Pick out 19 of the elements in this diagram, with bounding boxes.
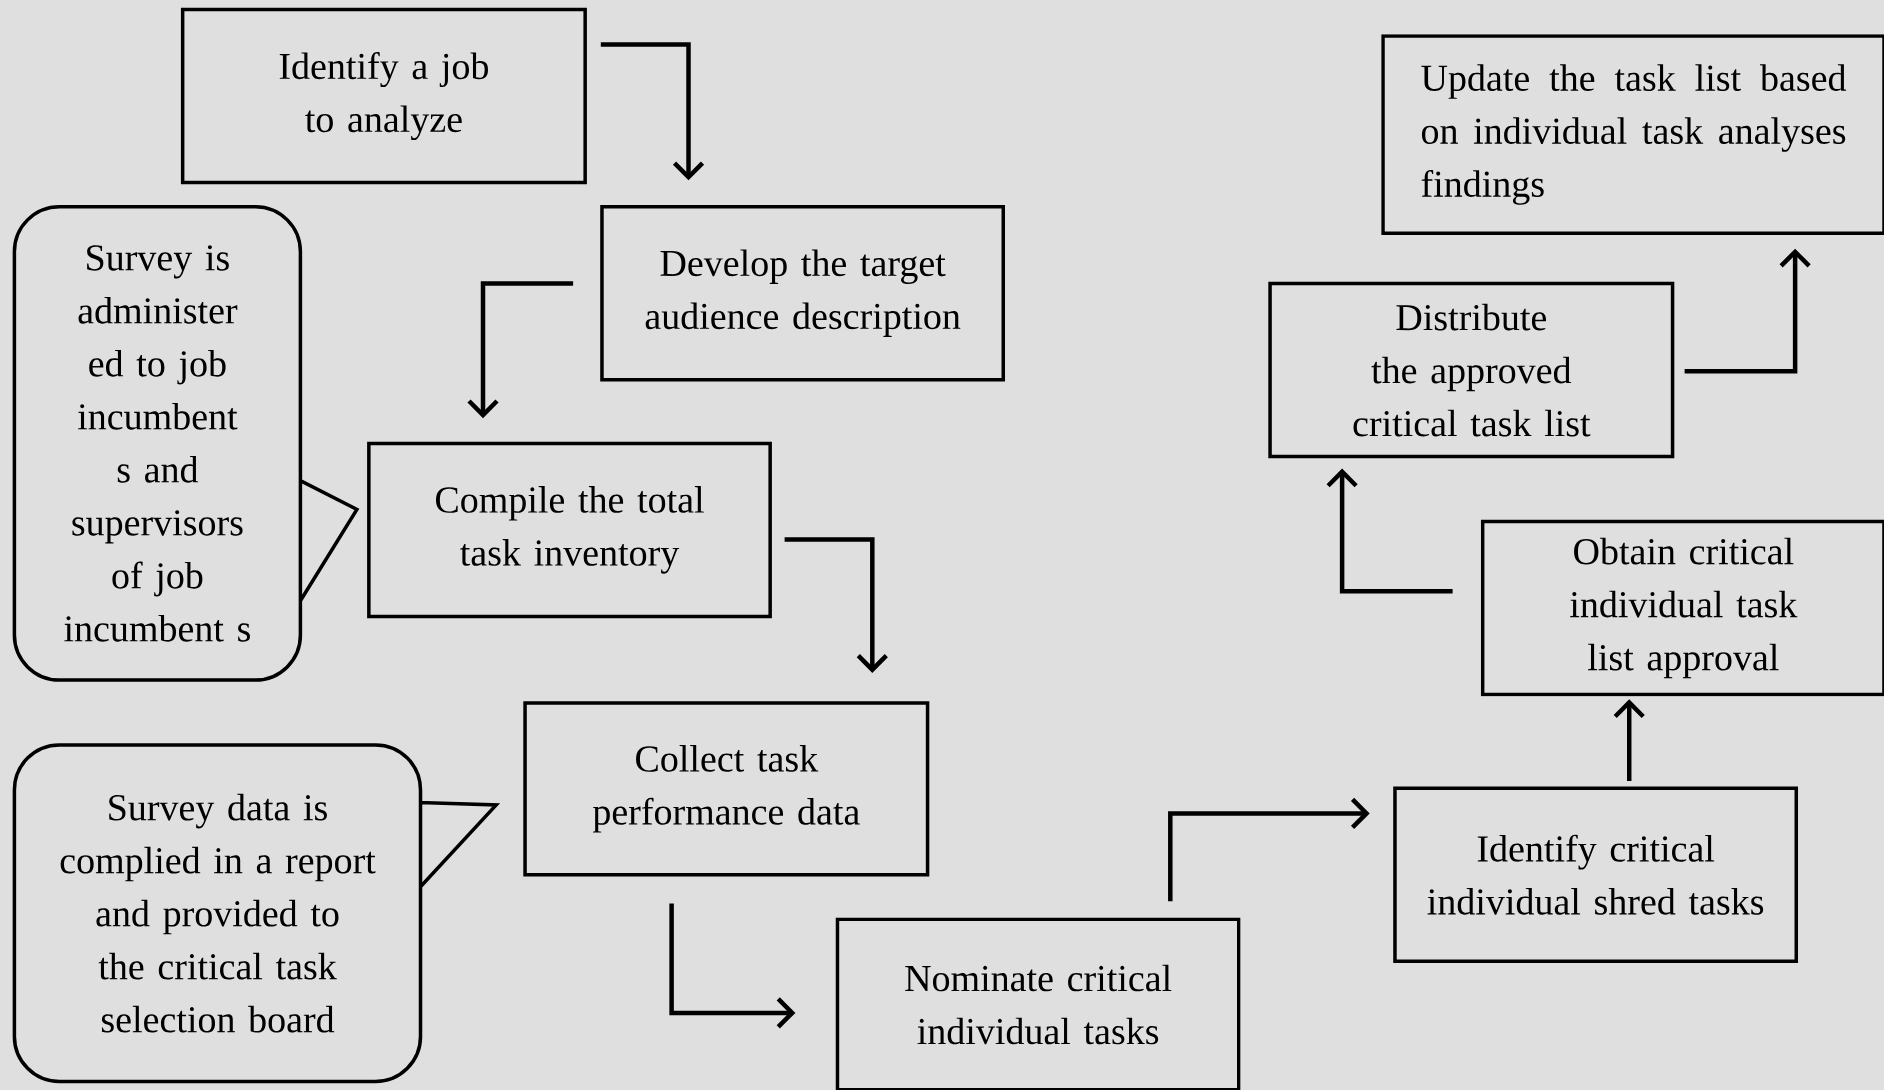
arrow (1326, 468, 1453, 594)
arrow (784, 537, 888, 673)
process-box: Identify critical individual shred tasks (1393, 786, 1798, 963)
process-box: Collect task performance data (523, 701, 930, 877)
arrow (600, 42, 705, 181)
process-box: Identify a job to analyze (180, 7, 587, 185)
arrow (1684, 248, 1811, 374)
process-box: Compile the total task inventory (367, 441, 772, 619)
speech-bubble: Survey data is complied in a report and provided to the critical task selection board (12, 743, 498, 1084)
arrow (669, 903, 796, 1029)
arrow (1613, 699, 1645, 781)
process-box: Distribute the approved critical task list (1268, 281, 1675, 459)
process-box: Update the task list based on individual task analyses findings (1381, 34, 1884, 235)
process-box: Develop the target audience description (600, 204, 1005, 382)
process-box: Nominate critical individual tasks (835, 917, 1241, 1090)
arrow (1168, 797, 1370, 902)
process-box: Obtain critical individual task list approval (1480, 519, 1884, 697)
speech-bubble: Survey is administer ed to job incumbent s and supervisors of job incumbent s (12, 204, 359, 682)
arrow (467, 281, 574, 419)
